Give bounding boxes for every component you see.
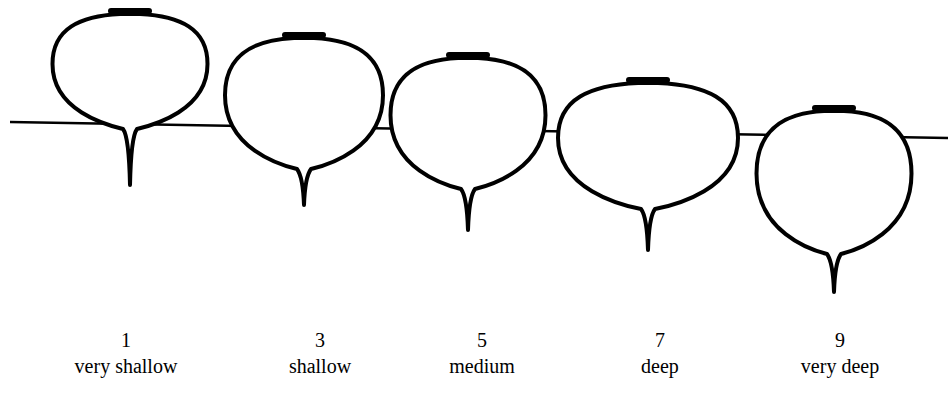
score-number: 5 xyxy=(477,328,487,352)
bulb-neck xyxy=(111,8,149,14)
depth-label: deep xyxy=(641,354,679,378)
depth-label: very shallow xyxy=(75,354,178,378)
score-number: 1 xyxy=(121,328,131,352)
score-number: 9 xyxy=(835,328,845,352)
bulb xyxy=(757,108,912,292)
bulb xyxy=(391,55,546,230)
depth-label: medium xyxy=(449,354,515,378)
bulb-outline xyxy=(225,38,383,205)
bulb-neck xyxy=(815,105,853,111)
score-number: 3 xyxy=(315,328,325,352)
bulb-neck xyxy=(449,52,487,58)
bulb xyxy=(53,11,208,185)
bulb xyxy=(225,35,383,205)
bulb-group xyxy=(53,11,912,292)
bulb-outline xyxy=(558,83,738,250)
bulb-outline xyxy=(53,14,208,185)
depth-label: shallow xyxy=(289,354,351,378)
score-number: 7 xyxy=(655,328,665,352)
bulb-neck xyxy=(285,32,323,38)
bulb-neck xyxy=(629,77,667,83)
bulb-outline xyxy=(391,58,546,230)
depth-label: very deep xyxy=(801,354,879,378)
bulb xyxy=(558,80,738,250)
bulb-outline xyxy=(757,111,912,292)
